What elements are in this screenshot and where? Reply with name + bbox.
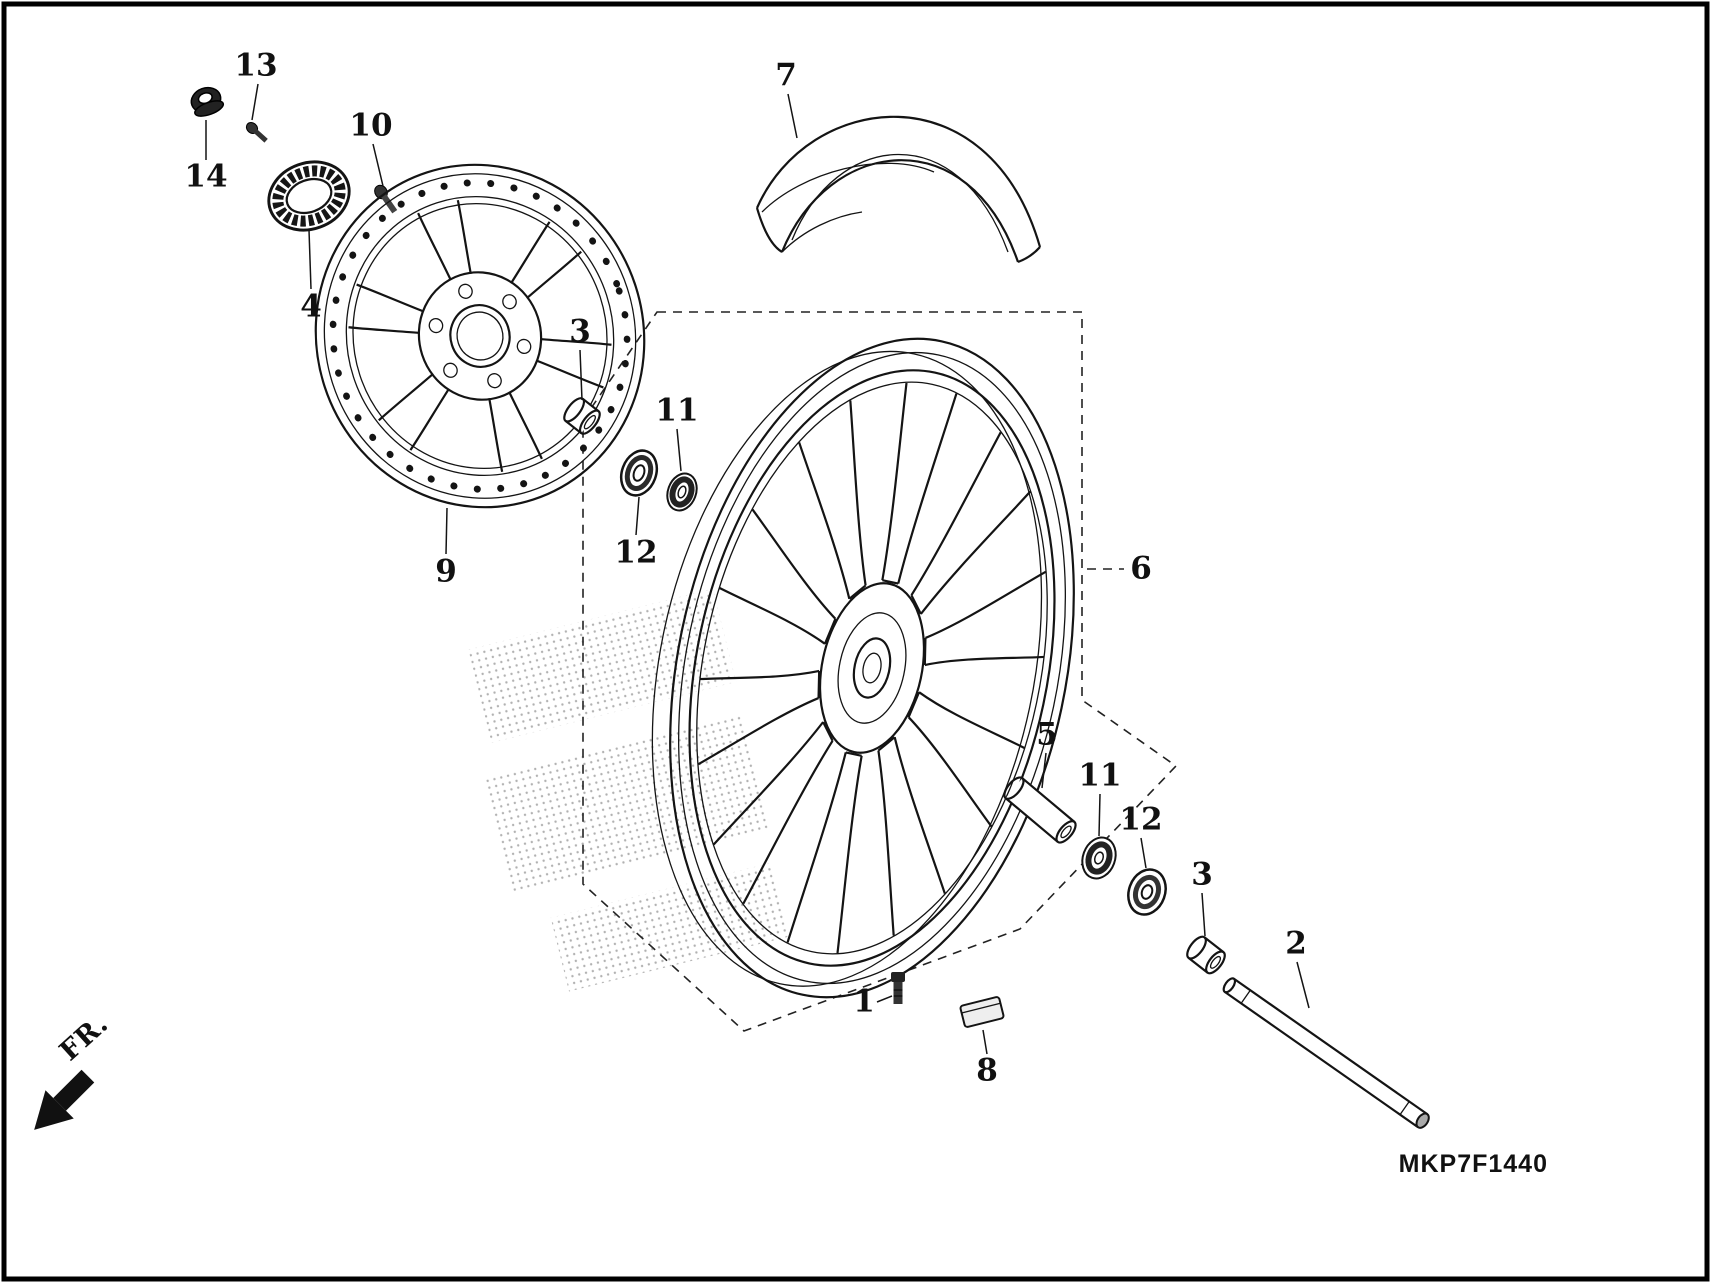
callout-3-upper: 3 <box>569 313 591 350</box>
fr-label: FR. <box>54 1008 115 1067</box>
callout-8: 8 <box>976 1052 998 1089</box>
disc-bolt-holes <box>427 270 533 391</box>
side-collar-right <box>1184 934 1228 977</box>
screw <box>245 122 268 143</box>
callout-12-lower: 12 <box>1119 801 1163 838</box>
brake-disc <box>271 122 688 550</box>
callout-4: 4 <box>300 288 322 325</box>
leader-lines <box>205 83 1310 1055</box>
callout-14: 14 <box>184 158 228 195</box>
callout-7: 7 <box>775 57 797 94</box>
pulser-ring <box>259 151 359 241</box>
assembly-boundary-dashed <box>582 311 1178 1032</box>
balance-weight <box>959 996 1005 1028</box>
callout-13: 13 <box>234 47 278 84</box>
callout-1: 1 <box>853 983 875 1020</box>
bearing-right <box>1127 868 1167 916</box>
diagram-code: MKP7F1440 <box>1399 1150 1548 1178</box>
front-axle <box>1221 976 1430 1129</box>
callout-12-upper: 12 <box>614 534 658 571</box>
callout-3-lower: 3 <box>1191 856 1213 893</box>
fr-direction-arrow: FR. <box>34 1008 115 1130</box>
callout-10: 10 <box>349 107 393 144</box>
wheel-spokes <box>697 354 1047 955</box>
callout-5: 5 <box>1036 716 1058 753</box>
callout-11-lower: 11 <box>1078 757 1122 794</box>
distance-collar <box>1001 774 1079 845</box>
axle-nut <box>190 86 225 117</box>
disc-spokes <box>347 169 613 473</box>
halftone-shading <box>468 588 791 992</box>
callout-11-upper: 11 <box>655 392 699 429</box>
dust-seal-right <box>1081 836 1117 880</box>
bearing-left <box>619 449 659 497</box>
side-collar-left <box>561 395 603 437</box>
callout-2: 2 <box>1285 925 1307 962</box>
dust-seal-left <box>666 472 698 512</box>
front-fender <box>757 117 1040 262</box>
callout-6: 6 <box>1130 550 1152 587</box>
rim-valve <box>891 972 905 1004</box>
front-wheel <box>596 297 1131 1035</box>
callout-9: 9 <box>435 553 457 590</box>
